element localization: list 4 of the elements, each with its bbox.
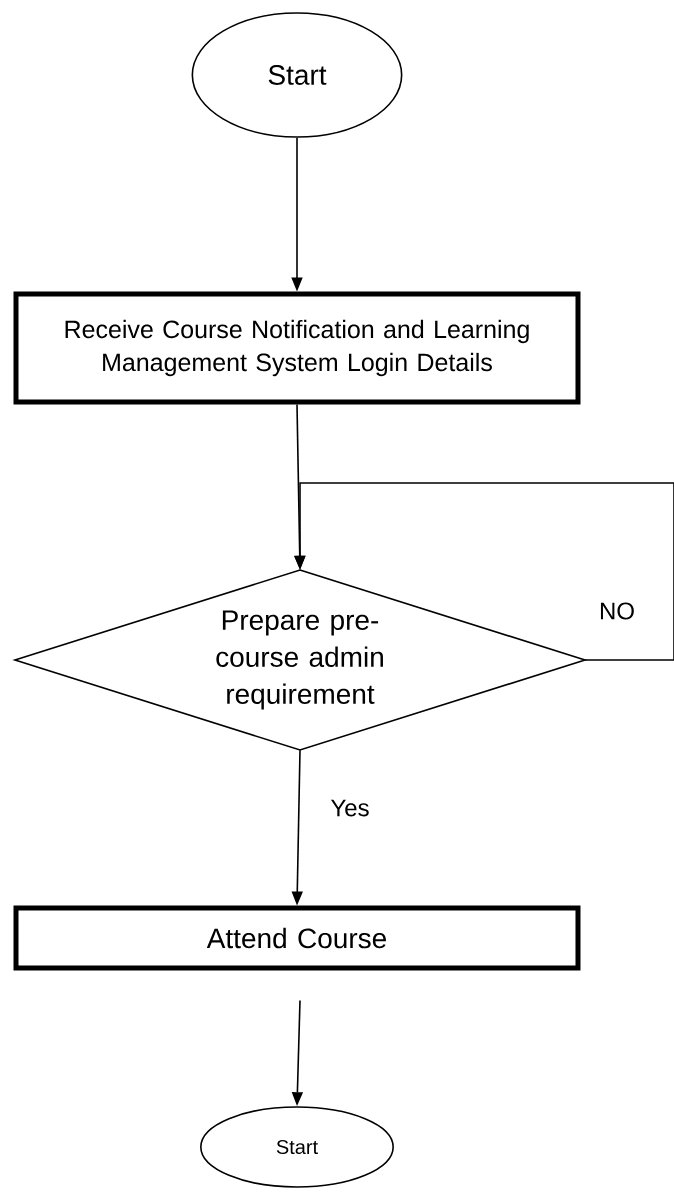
process-box: Attend Course: [13, 905, 581, 971]
process-box: Receive Course Notification and Learning Management System Login Details: [13, 291, 581, 405]
edge-label: NO: [597, 600, 637, 622]
edge-label: Yes: [328, 797, 372, 819]
